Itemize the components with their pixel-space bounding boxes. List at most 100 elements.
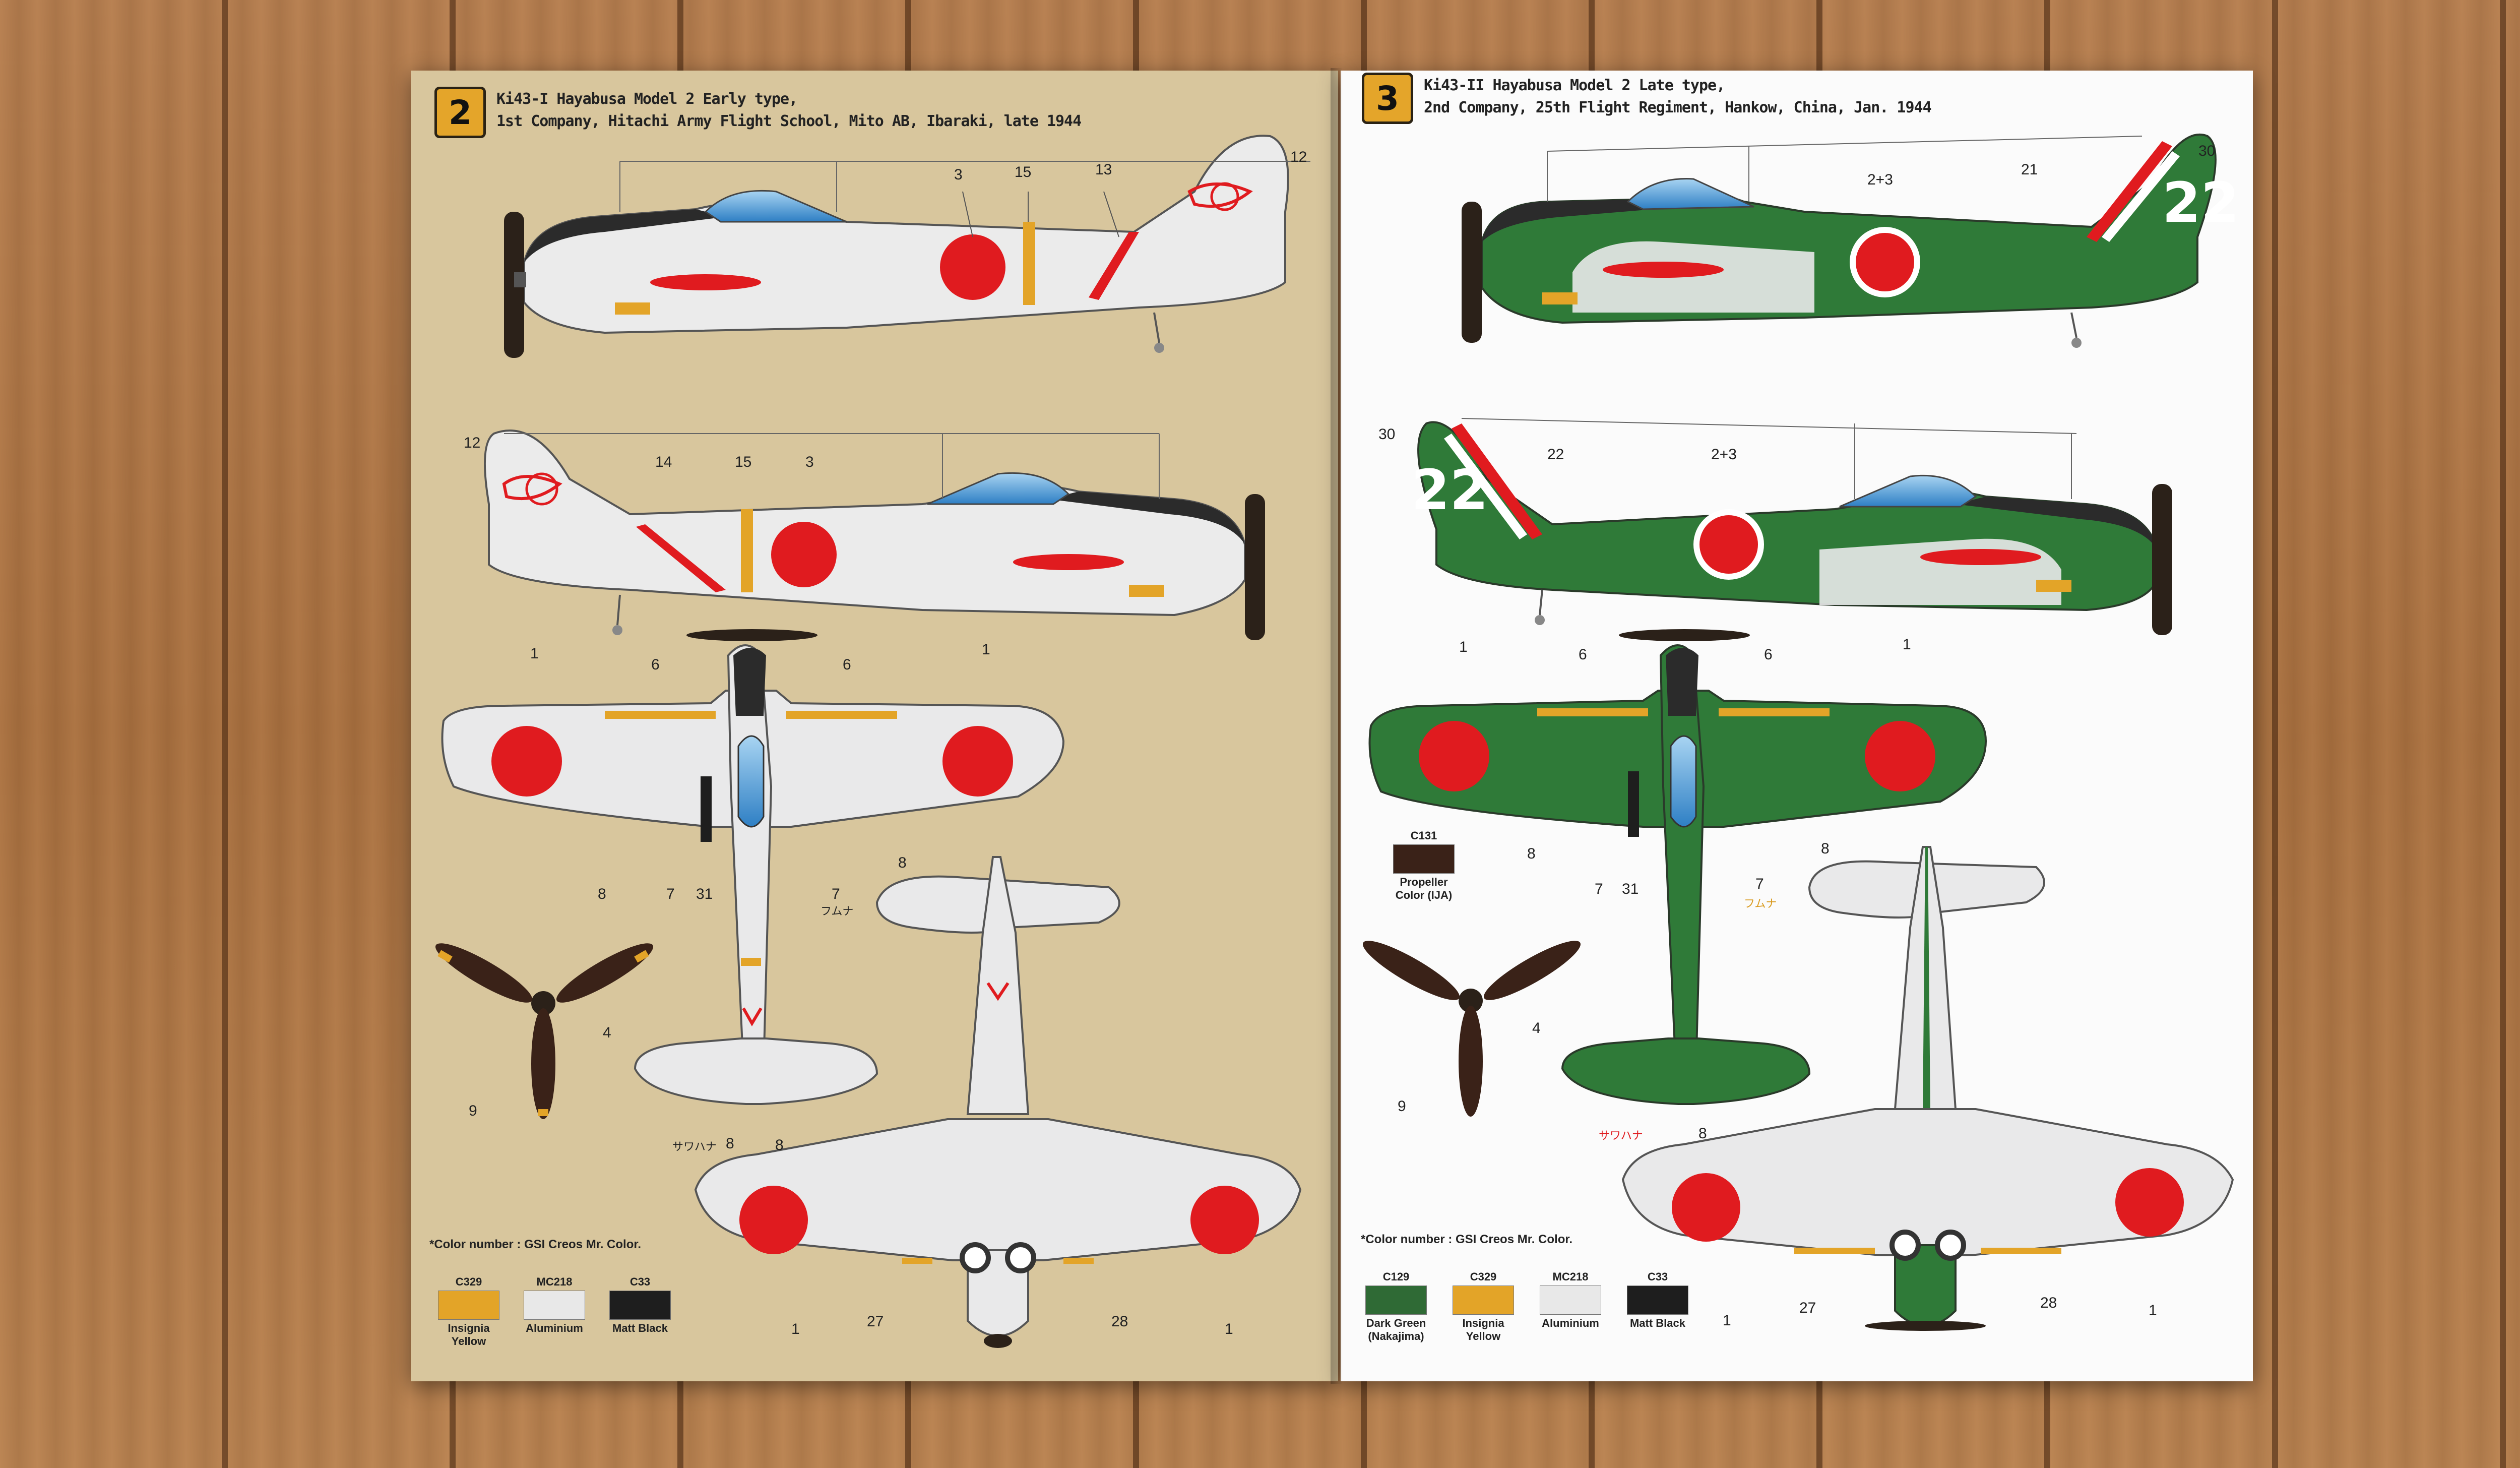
right-katakana-2: サワハナ <box>1599 1129 1643 1142</box>
left-callout-top-6b: 6 <box>843 656 851 673</box>
right-swatch-label: Matt Black <box>1629 1317 1686 1329</box>
right-title-line1: Ki43-II Hayabusa Model 2 Late type, <box>1424 77 1725 94</box>
right-callout-top-7a: 7 <box>1595 881 1603 897</box>
left-callout-top-1a: 1 <box>530 645 539 662</box>
left-swatch-matt-black: C33 Matt Black <box>607 1275 673 1335</box>
right-callout-top-31: 31 <box>1622 881 1639 897</box>
left-profile-upper <box>504 135 1310 358</box>
right-callout-bottom-27: 27 <box>1799 1300 1816 1316</box>
right-callout-prop-9: 9 <box>1398 1098 1406 1115</box>
left-callout-bottom-28: 28 <box>1111 1313 1128 1330</box>
left-katakana-1: フムナ <box>821 905 854 918</box>
left-swatch-aluminium: MC218 Aluminium <box>522 1275 587 1335</box>
right-swatch-label: Dark Green (Nakajima) <box>1366 1317 1426 1342</box>
right-swatch-matt-black: C33 Matt Black <box>1625 1270 1690 1330</box>
left-swatch-code: MC218 <box>536 1275 573 1288</box>
right-callout-side-2plus3: 2+3 <box>1867 171 1893 188</box>
left-swatch-chip <box>524 1291 585 1320</box>
left-callout-top-31: 31 <box>696 886 713 902</box>
left-swatch-chip <box>438 1291 499 1320</box>
right-profile-number-badge: 3 <box>1362 73 1413 124</box>
left-swatch-chip <box>609 1291 671 1320</box>
book-spine <box>1331 68 1351 1384</box>
right-callout-bottom-1a: 1 <box>1723 1312 1731 1329</box>
right-propeller <box>1362 941 1581 1117</box>
right-title-line2: 2nd Company, 25th Flight Regiment, Hanko… <box>1424 99 1932 116</box>
right-swatch-chip <box>1365 1286 1427 1315</box>
right-swatch-dark-green: C129 Dark Green (Nakajima) <box>1363 1270 1429 1343</box>
left-callout-bottom-8a: 8 <box>726 1135 734 1152</box>
right-swatch-code: C329 <box>1470 1270 1497 1283</box>
right-callout-top-1a: 1 <box>1459 639 1468 655</box>
right-swatch-code: C129 <box>1382 1270 1410 1283</box>
left-callout-top-8b: 8 <box>898 854 907 871</box>
right-title: Ki43-II Hayabusa Model 2 Late type, 2nd … <box>1424 75 1932 119</box>
right-callout-side-30: 30 <box>2198 143 2216 159</box>
right-swatch-aluminium: MC218 Aluminium <box>1538 1270 1603 1330</box>
right-callout-top-8a: 8 <box>1527 845 1536 862</box>
left-callout-side-13: 13 <box>1095 161 1112 178</box>
left-profile-number: 2 <box>449 93 472 132</box>
left-callout-side2-3: 3 <box>805 454 814 470</box>
right-tail-number-lower: 22 <box>1411 458 1488 522</box>
left-profile-number-badge: 2 <box>434 87 486 138</box>
left-callout-top-8a: 8 <box>598 886 606 902</box>
right-katakana-1: フムナ <box>1744 897 1777 910</box>
left-swatch-label: Aluminium <box>526 1322 583 1334</box>
right-swatch-chip <box>1393 844 1455 874</box>
left-callout-side2-14: 14 <box>655 454 672 470</box>
right-bottom-view <box>1621 846 2234 1331</box>
right-swatch-code: C131 <box>1410 829 1437 842</box>
left-callout-top-6a: 6 <box>651 656 660 673</box>
left-callout-prop-4: 4 <box>603 1024 611 1041</box>
left-swatch-insignia-yellow: C329 Insignia Yellow <box>436 1275 501 1348</box>
left-katakana-2: サワハナ <box>672 1140 717 1153</box>
left-callout-bottom-27: 27 <box>867 1313 884 1330</box>
left-bottom-view <box>694 856 1302 1348</box>
right-callout-top-7b: 7 <box>1755 876 1764 892</box>
right-callout-prop-4: 4 <box>1532 1020 1541 1036</box>
left-callout-bottom-1b: 1 <box>1225 1321 1233 1337</box>
right-callout-bottom-28: 28 <box>2040 1295 2057 1311</box>
right-color-note: *Color number : GSI Creos Mr. Color. <box>1361 1233 1573 1246</box>
left-callout-top-7b: 7 <box>832 886 840 902</box>
left-callout-side-12: 12 <box>1290 149 1307 165</box>
right-callout-bottom-8a: 8 <box>1698 1125 1707 1142</box>
left-propeller <box>435 943 654 1119</box>
right-top-view <box>1368 629 1987 1105</box>
right-swatch-code: MC218 <box>1552 1270 1589 1283</box>
right-profile-number: 3 <box>1376 79 1399 118</box>
right-callout-side2-30: 30 <box>1378 426 1396 443</box>
left-callout-bottom-1a: 1 <box>791 1321 800 1337</box>
left-title: Ki43-I Hayabusa Model 2 Early type, 1st … <box>496 88 1082 133</box>
right-swatch-label: Insignia Yellow <box>1462 1317 1504 1342</box>
right-swatch-label: Aluminium <box>1542 1317 1599 1329</box>
right-swatch-propeller: C131 Propeller Color (IJA) <box>1391 829 1457 902</box>
right-profile-upper: 22 <box>1462 133 2239 348</box>
left-swatch-code: C33 <box>629 1275 651 1288</box>
right-swatch-chip <box>1453 1286 1514 1315</box>
right-callout-top-6a: 6 <box>1579 646 1587 663</box>
right-profile-lower: 22 <box>1411 418 2172 635</box>
left-swatch-label: Insignia Yellow <box>448 1322 490 1348</box>
left-callout-top-7a: 7 <box>666 886 675 902</box>
left-callout-prop-9: 9 <box>469 1103 477 1119</box>
right-callout-side2-2plus3: 2+3 <box>1711 446 1737 463</box>
right-callout-top-6b: 6 <box>1764 646 1773 663</box>
right-callout-bottom-1b: 1 <box>2149 1302 2157 1319</box>
right-swatch-label: Propeller Color (IJA) <box>1395 876 1453 901</box>
right-callout-top-8b: 8 <box>1821 840 1830 857</box>
left-swatch-code: C329 <box>455 1275 482 1288</box>
left-callout-bottom-8b: 8 <box>775 1137 784 1153</box>
left-profile-lower <box>484 430 1265 640</box>
right-callout-top-1b: 1 <box>1903 636 1911 653</box>
left-color-note: *Color number : GSI Creos Mr. Color. <box>429 1238 642 1251</box>
right-callout-side-21: 21 <box>2021 161 2038 178</box>
left-callout-top-1b: 1 <box>982 641 990 658</box>
left-callout-side2-12: 12 <box>464 435 481 451</box>
left-title-line1: Ki43-I Hayabusa Model 2 Early type, <box>496 90 798 108</box>
right-swatch-insignia-yellow: C329 Insignia Yellow <box>1451 1270 1516 1343</box>
left-callout-side-15: 15 <box>1015 164 1032 180</box>
left-swatch-label: Matt Black <box>612 1322 668 1334</box>
